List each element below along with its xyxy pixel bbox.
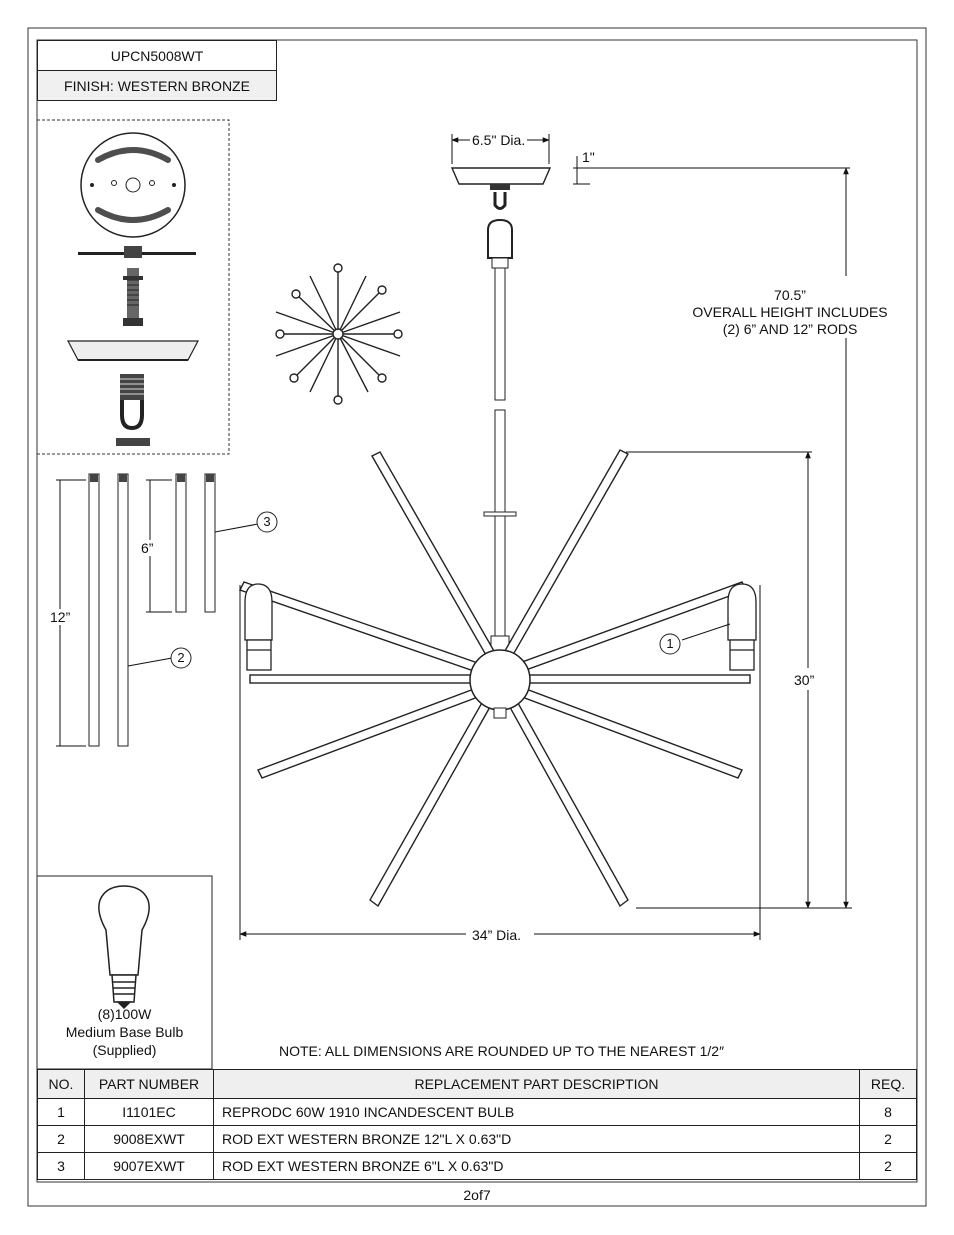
bulb-right-icon bbox=[727, 583, 757, 671]
model-number: UPCN5008WT bbox=[110, 47, 204, 64]
replacement-parts-table: NO. PART NUMBER REPLACEMENT PART DESCRIP… bbox=[37, 1069, 917, 1180]
cell-no: 1 bbox=[37, 1098, 85, 1126]
main-rod-lower bbox=[494, 409, 506, 655]
callout-3-circle bbox=[256, 511, 278, 533]
outer-border bbox=[27, 27, 927, 1207]
cell-no: 3 bbox=[37, 1152, 85, 1180]
overall-height-line1: 70.5” bbox=[774, 287, 806, 303]
rod-6-b bbox=[204, 473, 216, 613]
mounting-hardware-group bbox=[36, 119, 230, 455]
canopy-diameter-label: 6.5" Dia. bbox=[470, 132, 528, 148]
col-description: REPLACEMENT PART DESCRIPTION bbox=[213, 1069, 860, 1099]
overall-height-line2: OVERALL HEIGHT INCLUDES bbox=[692, 304, 888, 320]
bulb-wattage: (8)100W bbox=[97, 1006, 152, 1022]
rod-12-a bbox=[88, 473, 100, 747]
fixture-height-label: 30” bbox=[794, 672, 815, 688]
cell-req: 2 bbox=[859, 1152, 917, 1180]
screw-collar-icon bbox=[120, 374, 144, 400]
col-no: NO. bbox=[37, 1069, 85, 1099]
cell-description: REPRODC 60W 1910 INCANDESCENT BULB bbox=[213, 1098, 860, 1126]
rod-12-label: 12” bbox=[50, 609, 71, 625]
cell-description: ROD EXT WESTERN BRONZE 6"L X 0.63"D bbox=[213, 1152, 860, 1180]
cell-req: 2 bbox=[859, 1125, 917, 1153]
cell-no: 2 bbox=[37, 1125, 85, 1153]
overall-height-line3: (2) 6” AND 12” RODS bbox=[722, 321, 858, 337]
callout-2-circle bbox=[170, 647, 192, 669]
canopy-icon bbox=[67, 340, 199, 361]
loop-icon bbox=[120, 400, 144, 431]
callout-3: 3 bbox=[263, 514, 271, 529]
lock-ring-icon bbox=[116, 438, 150, 446]
callout-1-circle bbox=[659, 633, 681, 655]
extension-rods-group bbox=[56, 473, 259, 747]
page-number: 2of7 bbox=[463, 1187, 491, 1203]
bulb-base: Medium Base Bulb bbox=[65, 1024, 184, 1040]
model-number-box: UPCN5008WT bbox=[37, 40, 277, 71]
main-rod-upper bbox=[494, 267, 506, 401]
cell-part-number: 9007EXWT bbox=[84, 1152, 214, 1180]
canopy-height-label: 1" bbox=[582, 149, 595, 165]
rod-12-b bbox=[117, 473, 129, 747]
inner-border bbox=[36, 39, 918, 1183]
table-row: 1 I1101EC REPRODC 60W 1910 INCANDESCENT … bbox=[37, 1098, 917, 1126]
fixture-diameter-label: 34” Dia. bbox=[470, 927, 524, 943]
col-req: REQ. bbox=[859, 1069, 917, 1099]
callout-2: 2 bbox=[177, 650, 185, 665]
top-view-icon bbox=[275, 263, 403, 405]
finish-label: FINISH: WESTERN BRONZE bbox=[64, 77, 250, 94]
bulb-supplied: (Supplied) bbox=[92, 1042, 157, 1058]
hardware-dashed-box bbox=[36, 119, 230, 455]
dimension-note: NOTE: ALL DIMENSIONS ARE ROUNDED UP TO T… bbox=[279, 1043, 725, 1059]
bulb-icon bbox=[98, 885, 150, 1010]
cell-description: ROD EXT WESTERN BRONZE 12"L X 0.63"D bbox=[213, 1125, 860, 1153]
table-row: 2 9008EXWT ROD EXT WESTERN BRONZE 12"L X… bbox=[37, 1125, 917, 1153]
finish-box: FINISH: WESTERN BRONZE bbox=[37, 70, 277, 101]
table-row: 3 9007EXWT ROD EXT WESTERN BRONZE 6"L X … bbox=[37, 1152, 917, 1180]
bulb-left-icon bbox=[244, 583, 273, 671]
canopy-side-view bbox=[450, 134, 850, 655]
rod-6-a bbox=[175, 473, 187, 613]
mounting-plate-icon bbox=[80, 132, 186, 238]
cell-part-number: 9008EXWT bbox=[84, 1125, 214, 1153]
col-part-number: PART NUMBER bbox=[84, 1069, 214, 1099]
cell-part-number: I1101EC bbox=[84, 1098, 214, 1126]
cell-req: 8 bbox=[859, 1098, 917, 1126]
callout-1: 1 bbox=[666, 636, 674, 651]
rod-6-label: 6” bbox=[141, 540, 154, 556]
threaded-nipple-icon bbox=[127, 268, 139, 318]
table-header-row: NO. PART NUMBER REPLACEMENT PART DESCRIP… bbox=[37, 1069, 917, 1099]
center-sphere bbox=[469, 649, 531, 711]
